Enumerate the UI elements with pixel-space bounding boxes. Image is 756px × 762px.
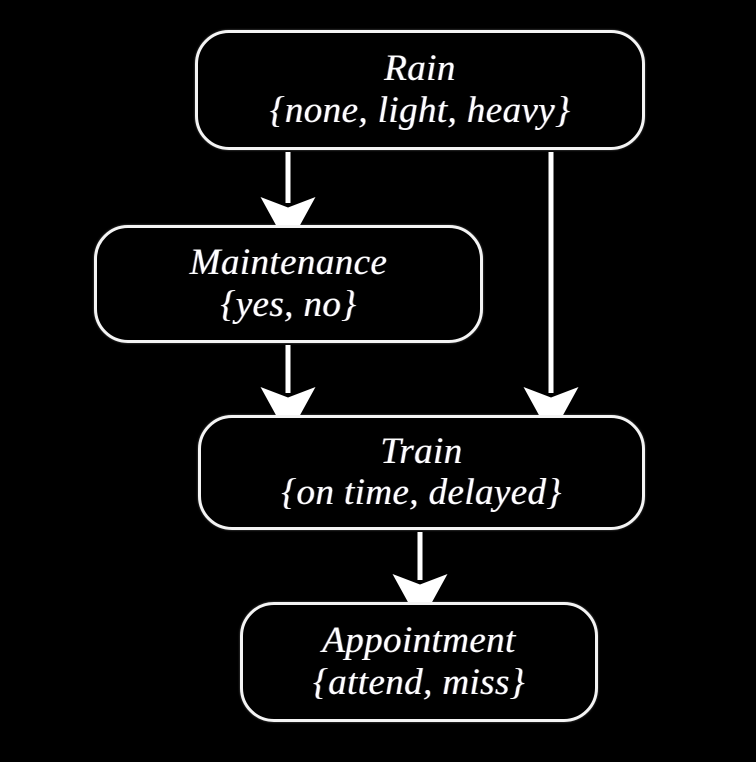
node-appointment-states: {attend, miss} [313, 661, 525, 703]
node-appointment[interactable]: Appointment {attend, miss} [240, 602, 598, 722]
node-rain[interactable]: Rain {none, light, heavy} [195, 30, 645, 150]
node-appointment-label: Appointment [322, 620, 516, 662]
node-maintenance-label: Maintenance [189, 242, 388, 284]
node-train-states: {on time, delayed} [281, 472, 562, 513]
node-train-label: Train [380, 430, 463, 472]
node-rain-label: Rain [384, 48, 456, 90]
node-maintenance-states: {yes, no} [220, 283, 357, 325]
node-train[interactable]: Train {on time, delayed} [198, 415, 645, 530]
node-rain-states: {none, light, heavy} [269, 89, 571, 131]
node-maintenance[interactable]: Maintenance {yes, no} [94, 225, 483, 343]
